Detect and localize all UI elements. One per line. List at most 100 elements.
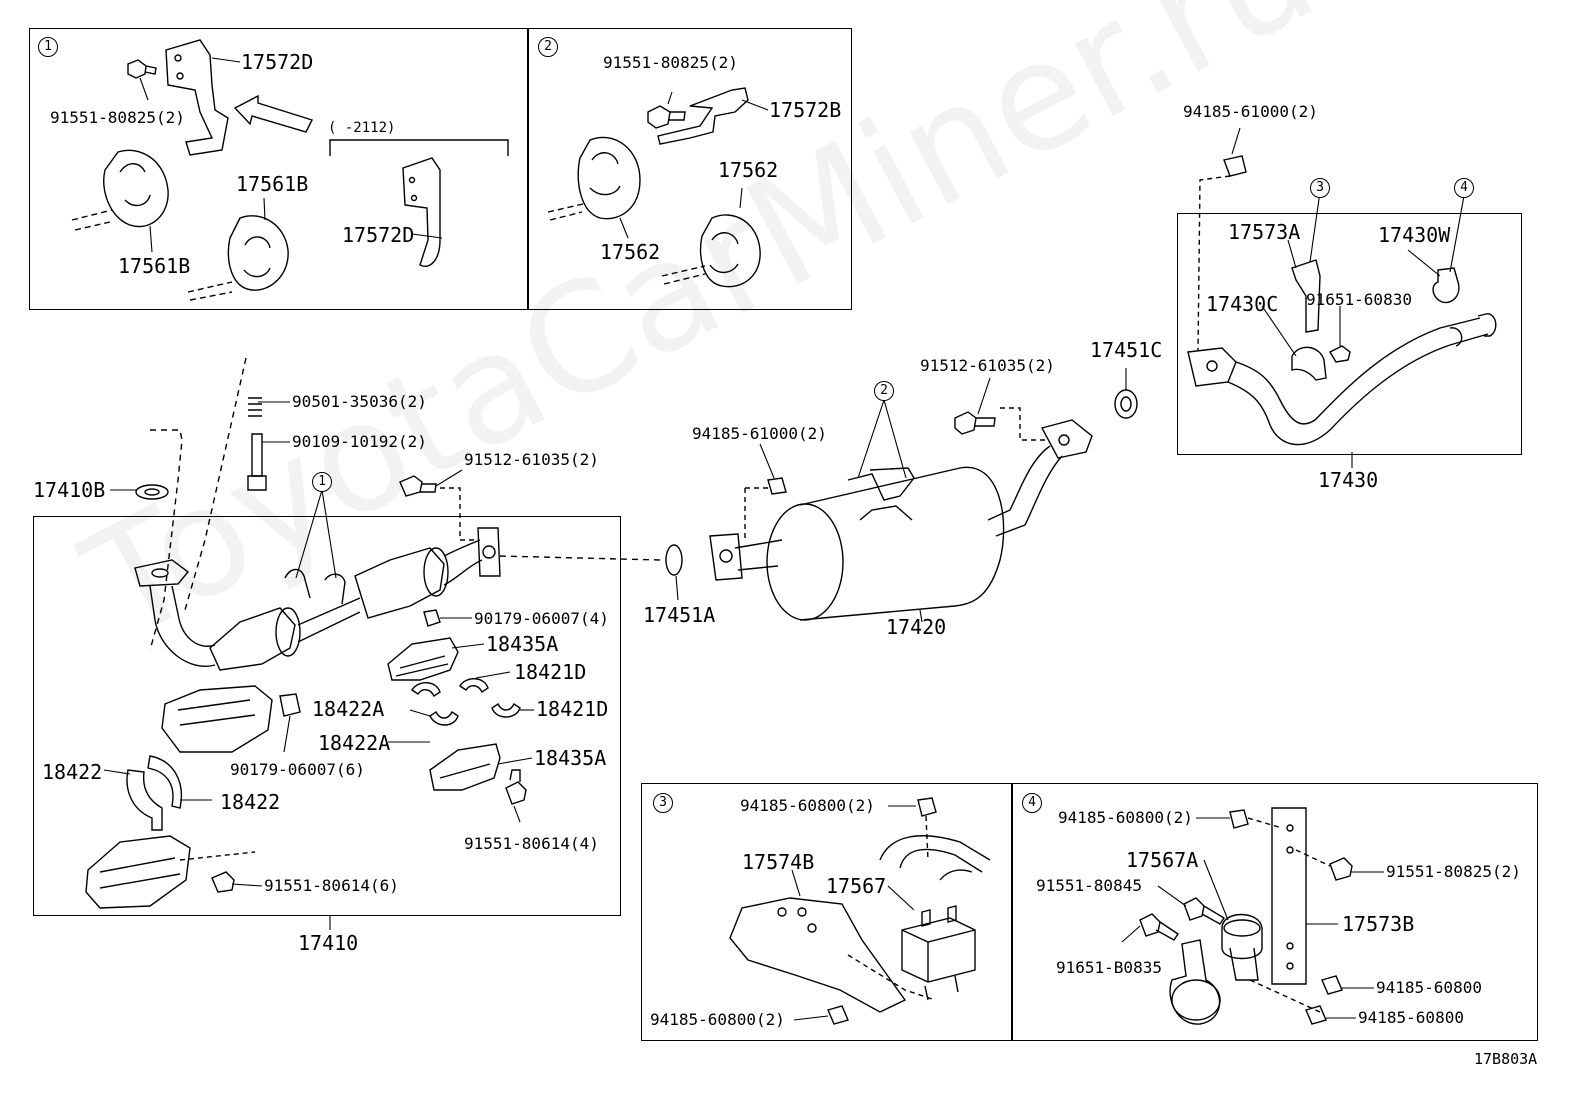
mount-17567 bbox=[901, 917, 976, 983]
nut-icon bbox=[767, 477, 787, 495]
part-label[interactable]: 17562 bbox=[718, 158, 779, 182]
part-label[interactable]: 17572D bbox=[241, 50, 314, 74]
part-label[interactable]: 17573B bbox=[1342, 912, 1415, 936]
part-label[interactable]: 17567A bbox=[1126, 848, 1199, 872]
part-label[interactable]: 17572B bbox=[769, 98, 842, 122]
part-label[interactable]: 91651-B0835 bbox=[1056, 958, 1162, 977]
nut-icon bbox=[917, 797, 937, 817]
inset-number-4: 4 bbox=[1022, 793, 1042, 813]
bolt-icon bbox=[1139, 913, 1161, 937]
inset-4-drawing bbox=[1139, 807, 1353, 1025]
nut-icon bbox=[279, 693, 301, 717]
catalyst-17410-drawing bbox=[85, 357, 527, 909]
part-label[interactable]: 17430W bbox=[1378, 223, 1451, 247]
part-label[interactable]: 17451C bbox=[1090, 338, 1163, 362]
nut-icon bbox=[1305, 1005, 1327, 1025]
part-label[interactable]: 91512-61035(2) bbox=[464, 450, 599, 469]
callout-ref-2: 2 bbox=[874, 381, 894, 401]
part-label[interactable]: 94185-60800(2) bbox=[740, 796, 875, 815]
flange bbox=[709, 533, 743, 581]
bracket-17572B bbox=[657, 87, 749, 145]
catalyst-frame bbox=[33, 516, 621, 916]
part-label[interactable]: 91651-60830 bbox=[1306, 290, 1412, 309]
bracket-17572D-lower bbox=[402, 157, 441, 267]
bolt-icon bbox=[1183, 897, 1205, 921]
part-label[interactable]: 91551-80825(2) bbox=[50, 108, 185, 127]
heat-shield-18435A-lower bbox=[429, 743, 501, 791]
nut-icon bbox=[423, 609, 441, 627]
part-label[interactable]: 17430 bbox=[1318, 468, 1379, 492]
part-label[interactable]: 91551-80845 bbox=[1036, 876, 1142, 895]
inset-number-1: 1 bbox=[38, 37, 58, 57]
clamp-17430C bbox=[1291, 346, 1327, 381]
part-label[interactable]: 18435A bbox=[486, 632, 559, 656]
nut-icon bbox=[1321, 975, 1343, 995]
part-label[interactable]: 17572D bbox=[342, 223, 415, 247]
inset-frame-1 bbox=[29, 28, 529, 310]
part-label[interactable]: 90179-06007(4) bbox=[474, 609, 609, 628]
bolt-icon bbox=[211, 871, 235, 893]
inset-number-3: 3 bbox=[653, 793, 673, 813]
part-label[interactable]: 17574B bbox=[742, 850, 815, 874]
part-label[interactable]: 91551-80614(4) bbox=[464, 834, 599, 853]
part-label[interactable]: 18435A bbox=[534, 746, 607, 770]
part-label[interactable]: 17451A bbox=[643, 603, 716, 627]
part-label[interactable]: 91551-80825(2) bbox=[603, 53, 738, 72]
part-label[interactable]: 17573A bbox=[1228, 220, 1301, 244]
hanger-17562-left bbox=[577, 136, 641, 220]
part-label[interactable]: 17567 bbox=[826, 874, 887, 898]
gasket-17410B bbox=[135, 484, 169, 500]
part-label[interactable]: 18422 bbox=[220, 790, 281, 814]
arrow-icon bbox=[233, 94, 313, 133]
flange bbox=[477, 527, 501, 577]
part-label[interactable]: 91512-61035(2) bbox=[920, 356, 1055, 375]
callout-ref-4: 4 bbox=[1454, 178, 1474, 198]
clip-17430W bbox=[1432, 267, 1460, 304]
part-label[interactable]: 94185-61000(2) bbox=[1183, 102, 1318, 121]
flange bbox=[1040, 419, 1093, 459]
gasket-17451A bbox=[665, 544, 683, 576]
part-label[interactable]: 18421D bbox=[536, 697, 609, 721]
part-label[interactable]: 94185-60800(2) bbox=[650, 1010, 785, 1029]
part-label[interactable]: 17561B bbox=[118, 254, 191, 278]
part-label[interactable]: 17561B bbox=[236, 172, 309, 196]
inset-frame-4 bbox=[1011, 783, 1538, 1041]
part-label[interactable]: 94185-60800(2) bbox=[1058, 808, 1193, 827]
inset-1-drawing bbox=[71, 39, 509, 301]
inset-2-drawing bbox=[547, 87, 761, 288]
part-label[interactable]: 18422 bbox=[42, 760, 103, 784]
callout-ref-1: 1 bbox=[312, 472, 332, 492]
nut-icon bbox=[1229, 809, 1249, 829]
part-label[interactable]: 94185-60800 bbox=[1358, 1008, 1464, 1027]
part-label[interactable]: 17562 bbox=[600, 240, 661, 264]
part-label[interactable]: 18422A bbox=[312, 697, 385, 721]
flange bbox=[1187, 347, 1237, 387]
part-label[interactable]: 17420 bbox=[886, 615, 947, 639]
part-label[interactable]: 17410 bbox=[298, 931, 359, 955]
stud-icon bbox=[251, 433, 263, 477]
tailpipe-17430-drawing bbox=[1187, 155, 1497, 446]
heat-shield bbox=[161, 685, 273, 753]
part-label[interactable]: 17410B bbox=[33, 478, 106, 502]
inset-frame-3 bbox=[641, 783, 1013, 1041]
part-label[interactable]: 94185-60800 bbox=[1376, 978, 1482, 997]
part-label[interactable]: 90501-35036(2) bbox=[292, 392, 427, 411]
bracket-17573A bbox=[1291, 259, 1321, 333]
callout-ref-3: 3 bbox=[1310, 178, 1330, 198]
part-label[interactable]: 90109-10192(2) bbox=[292, 432, 427, 451]
range-note: ( -2112) bbox=[328, 120, 396, 136]
part-label[interactable]: 18421D bbox=[514, 660, 587, 684]
part-label[interactable]: 18422A bbox=[318, 731, 391, 755]
plate-17573B bbox=[1271, 807, 1307, 985]
hanger-bracket bbox=[847, 467, 915, 501]
hanger-17562-right bbox=[699, 214, 761, 288]
part-label[interactable]: 90179-06007(6) bbox=[230, 760, 365, 779]
part-label[interactable]: 91551-80614(6) bbox=[264, 876, 399, 895]
inset-number-2: 2 bbox=[538, 37, 558, 57]
part-label[interactable]: 94185-61000(2) bbox=[692, 424, 827, 443]
bolt-icon bbox=[399, 475, 423, 497]
part-label[interactable]: 91551-80825(2) bbox=[1386, 862, 1521, 881]
clamp-18422-left bbox=[126, 769, 163, 831]
part-label[interactable]: 17430C bbox=[1206, 292, 1279, 316]
